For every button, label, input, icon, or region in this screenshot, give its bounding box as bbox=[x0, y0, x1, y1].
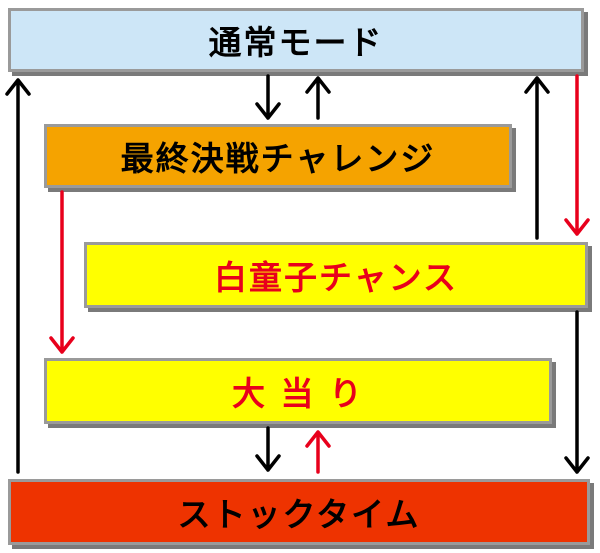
edge-stock-to-normal bbox=[5, 78, 31, 474]
node-final-battle-challenge-label: 最終決戦チャレンジ bbox=[120, 139, 436, 178]
node-jackpot: 大 当 り bbox=[44, 358, 552, 424]
edge-final-battle-to-normal bbox=[305, 76, 331, 120]
edge-chance-to-normal bbox=[524, 76, 550, 240]
node-normal-mode-label: 通常モード bbox=[208, 23, 384, 62]
node-hakudoji-chance-label: 白童子チャンス bbox=[213, 258, 458, 297]
edge-normal-to-final-battle bbox=[255, 74, 281, 120]
edge-jackpot-to-stock bbox=[255, 426, 281, 472]
node-jackpot-label: 大 当 り bbox=[232, 374, 364, 413]
node-stock-time-label: ストックタイム bbox=[177, 495, 421, 534]
node-hakudoji-chance: 白童子チャンス bbox=[84, 242, 588, 308]
edge-final-battle-to-jackpot bbox=[49, 190, 75, 354]
node-stock-time: ストックタイム bbox=[8, 479, 590, 545]
node-final-battle-challenge: 最終決戦チャレンジ bbox=[44, 124, 512, 188]
node-normal-mode: 通常モード bbox=[8, 8, 584, 72]
edge-normal-to-chance bbox=[564, 74, 590, 236]
edge-chance-to-stock bbox=[564, 310, 590, 474]
edge-stock-to-jackpot bbox=[305, 430, 331, 474]
